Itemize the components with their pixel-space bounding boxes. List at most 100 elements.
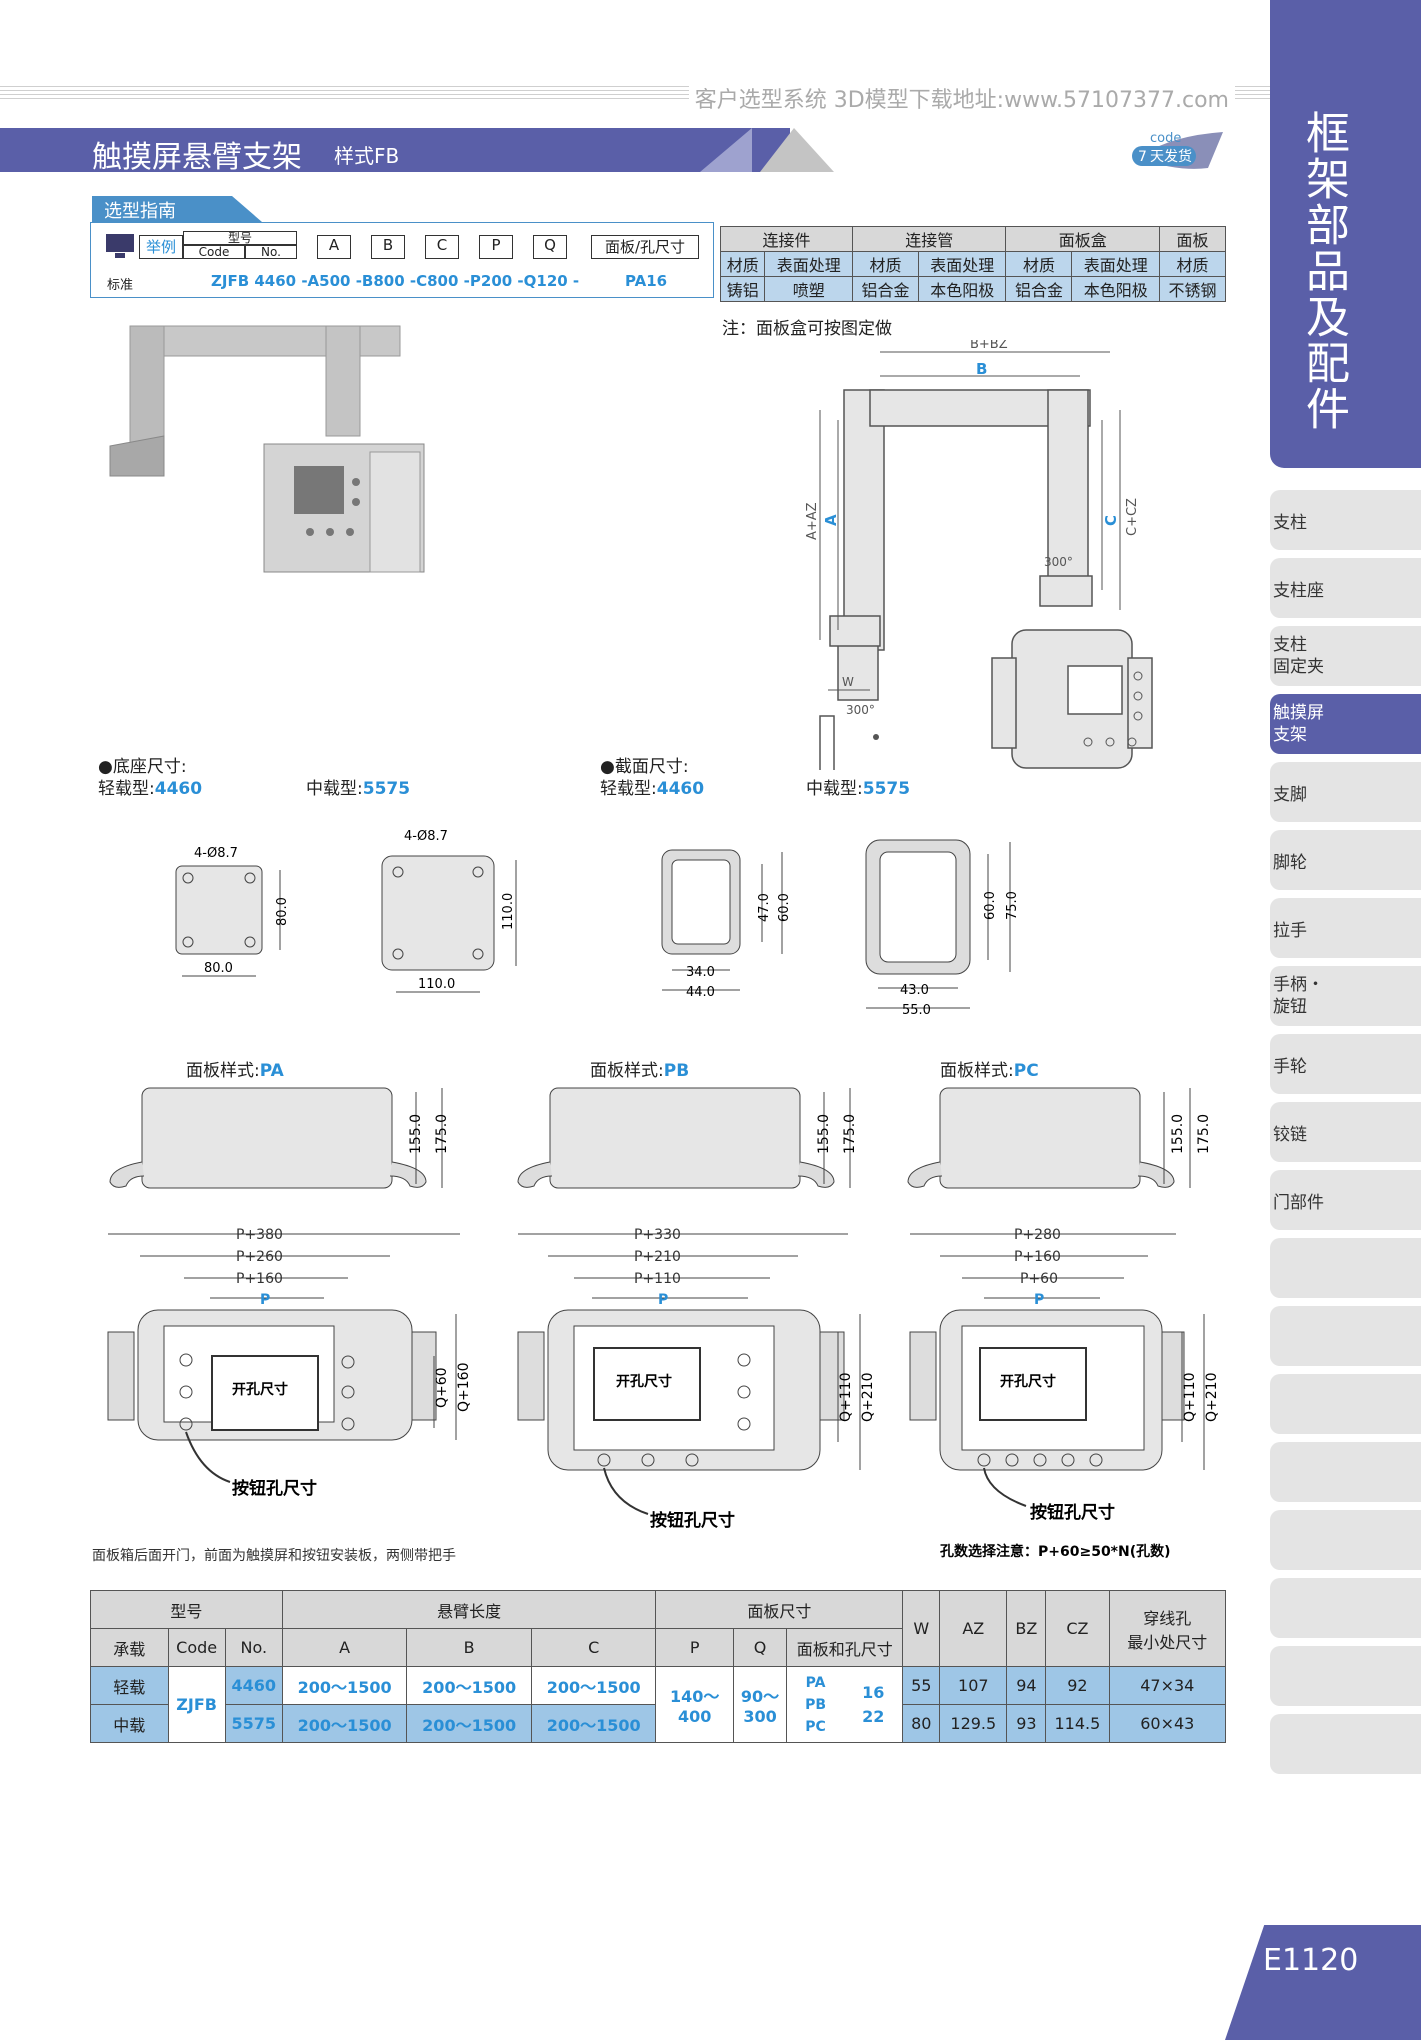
sidebar-empty-tab (1270, 1238, 1421, 1298)
title-decor-gray (760, 128, 834, 172)
sidebar-item-handwheel[interactable]: 手轮 (1270, 1034, 1421, 1094)
pc-cutout: 开孔尺寸 (1000, 1373, 1056, 1390)
panel-pb-drawing: 155.0 175.0 P+330 P+210 P+110 P 开孔尺寸 Q+1… (517, 1087, 876, 1531)
field-q: Q (533, 235, 567, 259)
table-cell: 不锈钢 (1158, 276, 1227, 302)
pc-h1: 155.0 (1170, 1114, 1186, 1154)
group-panel: 面板 (1158, 226, 1227, 252)
code-label: Code (183, 245, 245, 259)
sidebar-item-knobs[interactable]: 手柄・ 旋钮 (1270, 966, 1421, 1026)
panel-pa-drawing: 155.0 175.0 P+380 P+260 P+160 P 开孔尺寸 Q+6… (107, 1087, 472, 1499)
pc-h2: 175.0 (1196, 1114, 1212, 1154)
table-cell: 60×43 (1108, 1704, 1227, 1743)
table-cell: 铝合金 (1005, 276, 1073, 302)
sidebar-item-hinges[interactable]: 铰链 (1270, 1102, 1421, 1162)
table-cell: 200～1500 (281, 1666, 408, 1705)
section-medium-label: 中载型: (806, 779, 863, 799)
base-medium-label: 中载型: (306, 779, 363, 799)
section-light-label: 轻载型: (600, 779, 657, 799)
example-code: ZJFB 4460 -A500 -B800 -C800 -P200 -Q120 … (211, 272, 580, 290)
table-cell: 94 (1006, 1666, 1047, 1705)
table-header: A (281, 1628, 408, 1667)
table-cell: 47×34 (1108, 1666, 1227, 1705)
sidebar-item-handles[interactable]: 拉手 (1270, 898, 1421, 958)
sidebar-item-pillar-clamp[interactable]: 支柱 固定夹 (1270, 626, 1421, 686)
download-url[interactable]: 客户选型系统 3D模型下载地址:www.57107377.com (688, 82, 1235, 114)
page-number: E1120 (1263, 1943, 1359, 1978)
table-cell: 5575 (224, 1704, 283, 1743)
sidebar-item-door-parts[interactable]: 门部件 (1270, 1170, 1421, 1230)
table-cell: PA PB PC 16 22 (786, 1666, 904, 1743)
panel-codes: PA PB PC (805, 1674, 827, 1735)
sidebar-item-pillar-base[interactable]: 支柱座 (1270, 558, 1421, 618)
sidebar-item-feet[interactable]: 支脚 (1270, 762, 1421, 822)
pc-q1: Q+110 (1182, 1373, 1198, 1422)
table-cell: 喷塑 (764, 276, 853, 302)
arm-drawing: B+BZ B A+AZ A C C+CZ 300° W 300° (805, 340, 1153, 770)
panel-style-code: PB (663, 1061, 690, 1081)
table-cell: 140～ 400 (655, 1666, 734, 1743)
delivery-badge: code 7 天发货 (1128, 128, 1228, 174)
category-band: 框架部品及配件 (1270, 0, 1421, 468)
table-cell: 200～1500 (281, 1704, 408, 1743)
panel-style-code: PC (1013, 1061, 1039, 1081)
pa-q2: Q+160 (456, 1363, 472, 1412)
material-table: 连接件 连接管 面板盒 面板 材质 表面处理 材质 表面处理 材质 表面处理 材… (719, 226, 1227, 302)
header-url-line: 客户选型系统 3D模型下载地址:www.57107377.com (0, 82, 1270, 114)
pb-h1: 155.0 (816, 1114, 832, 1154)
panel-pc-drawing: 155.0 175.0 P+280 P+160 P+60 P 开孔尺寸 Q+11… (907, 1087, 1220, 1560)
rotation-lower: 300° (846, 703, 875, 717)
table-cell: 200～1500 (406, 1704, 532, 1743)
table-header: B (406, 1628, 532, 1667)
table-header: 材质 (719, 251, 766, 277)
group-connector: 连接件 (720, 226, 853, 252)
group-box: 面板盒 (1005, 226, 1160, 252)
field-c: C (425, 235, 459, 259)
sidebar-item-pillar[interactable]: 支柱 (1270, 490, 1421, 550)
guide-heading-decor (232, 196, 262, 222)
panel-style-pc-label: 面板样式:PC (940, 1056, 1039, 1081)
pa-p: P (260, 1292, 270, 1308)
sidebar-empty-tab (1270, 1578, 1421, 1638)
sidebar-item-touchscreen-arm[interactable]: 触摸屏 支架 (1270, 694, 1421, 754)
hole-count-note: 孔数选择注意：P+60≥50*N(孔数) (940, 1543, 1171, 1560)
monitor-icon (106, 234, 134, 258)
base-drawings: 4-Ø8.7 80.0 80.0 4-Ø8.7 110.0 110.0 (175, 830, 517, 993)
field-p: P (479, 235, 513, 259)
dim-c: C (1102, 515, 1120, 526)
section-title: ●截面尺寸: (600, 757, 689, 777)
sidebar-empty-tab (1270, 1374, 1421, 1434)
section-small-w-out: 44.0 (686, 985, 715, 1000)
pa-buttons: 按钮孔尺寸 (232, 1478, 317, 1499)
group-tube: 连接管 (851, 226, 1007, 252)
pa-h2: 175.0 (434, 1114, 450, 1154)
table-cell: 90～ 300 (732, 1666, 788, 1743)
table-header: 表面处理 (917, 251, 1007, 277)
table-cell: 129.5 (939, 1704, 1008, 1743)
dim-w: W (842, 675, 854, 689)
table-header: 悬臂长度 (281, 1590, 657, 1629)
table-cell: 92 (1045, 1666, 1110, 1705)
guide-heading: 选型指南 (92, 196, 232, 222)
sidebar-item-casters[interactable]: 脚轮 (1270, 830, 1421, 890)
dim-a: A (822, 514, 840, 526)
section-drawings: 47.0 60.0 34.0 44.0 60.0 75.0 43.0 55.0 (661, 839, 1020, 1018)
base-medium-code: 5575 (362, 779, 411, 799)
material-note: 注：面板盒可按图定做 (722, 319, 892, 339)
table-cell: 轻载 (90, 1666, 169, 1705)
pb-q2: Q+210 (860, 1373, 876, 1422)
base-small-w: 80.0 (204, 961, 233, 976)
table-header: 承载 (90, 1628, 169, 1667)
pc-w1: P+280 (1014, 1227, 1061, 1243)
pb-h2: 175.0 (842, 1114, 858, 1154)
section-medium-code: 5575 (862, 779, 911, 799)
table-cell: 4460 (224, 1666, 283, 1705)
base-light-label: 轻载型: (98, 779, 155, 799)
table-header: 面板和孔尺寸 (786, 1628, 904, 1667)
standard-label: 标准 (107, 278, 134, 293)
base-small-holes: 4-Ø8.7 (194, 846, 238, 861)
table-cell: 200～1500 (530, 1704, 657, 1743)
category-title: 框架部品及配件 (1298, 110, 1349, 432)
base-large-h: 110.0 (501, 893, 516, 930)
sidebar-empty-tab (1270, 1714, 1421, 1774)
